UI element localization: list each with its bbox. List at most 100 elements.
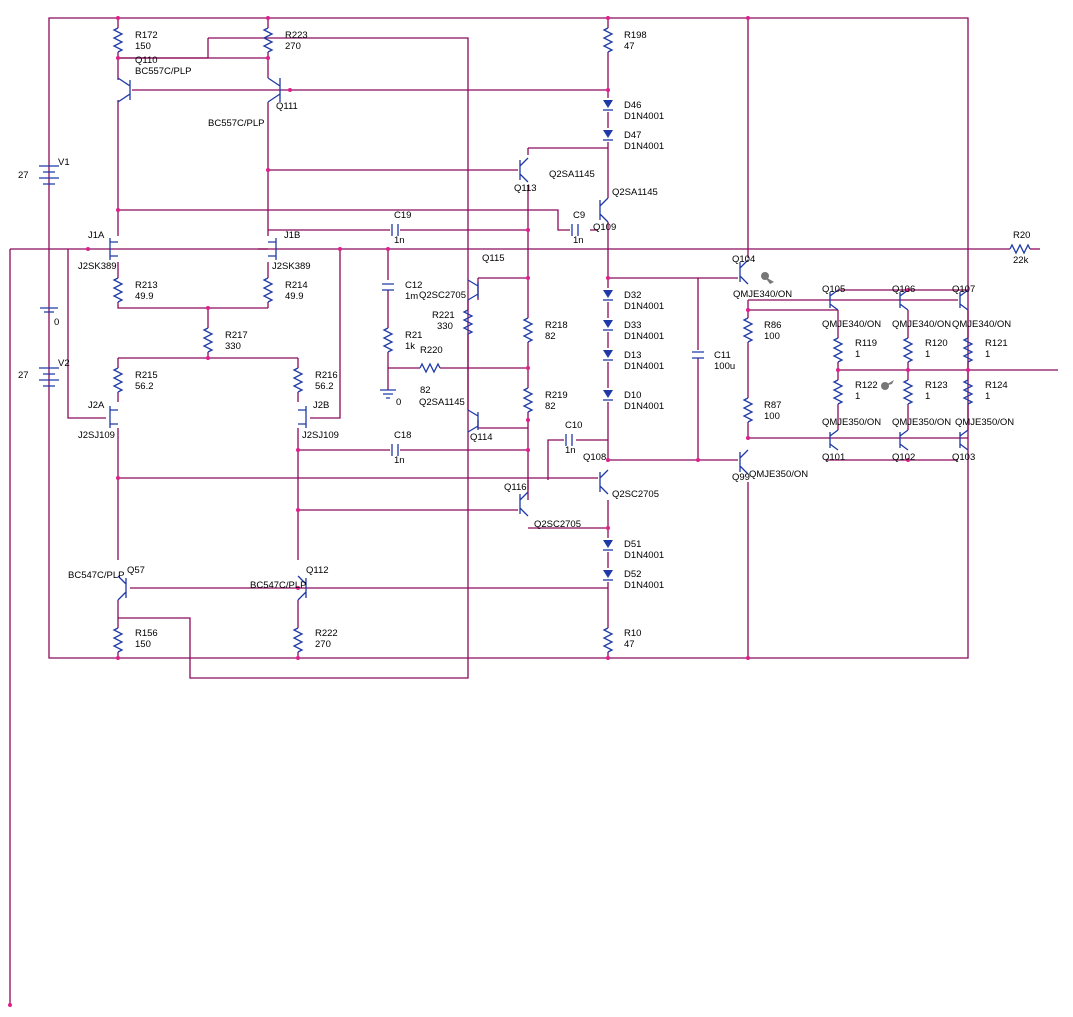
battery-symbols <box>39 165 396 399</box>
transistor-val: QMJE340/ON <box>952 319 1011 330</box>
resistor-val: 56.2 <box>315 381 334 392</box>
transistor-ref: Q114 <box>470 432 493 443</box>
transistor-val: Q2SA1145 <box>549 169 595 180</box>
transistor-symbols <box>109 77 969 601</box>
resistor-val: 82 <box>545 401 556 412</box>
diode-val: D1N4001 <box>624 301 664 312</box>
junction-dots <box>8 16 970 1007</box>
capacitor-ref: C9 <box>573 210 585 221</box>
transistor-ref: Q109 <box>593 222 616 233</box>
resistor-val: 270 <box>315 639 331 650</box>
capacitor-val: 1n <box>573 235 584 246</box>
resistor-val: 1 <box>985 349 990 360</box>
resistor-ref: R122 <box>855 380 878 391</box>
resistor-ref: R213 <box>135 280 158 291</box>
resistor-ref: R10 <box>624 628 641 639</box>
capacitor-val: 1m <box>405 291 418 302</box>
diode-val: D1N4001 <box>624 580 664 591</box>
transistor-val: QMJE340/ON <box>822 319 881 330</box>
transistor-ref: Q105 <box>822 284 845 295</box>
transistor-val: QMJE350/ON <box>892 417 951 428</box>
resistor-val: 49.9 <box>135 291 154 302</box>
source-val: 27 <box>18 170 29 181</box>
transistor-val: BC547C/PLP <box>250 580 307 591</box>
diode-val: D1N4001 <box>624 550 664 561</box>
resistor-ref: R217 <box>225 330 248 341</box>
wires <box>9 17 1058 1005</box>
resistor-ref: R219 <box>545 390 568 401</box>
resistor-ref: R86 <box>764 320 781 331</box>
resistor-val: 1 <box>855 349 860 360</box>
resistor-val: 82 <box>545 331 556 342</box>
capacitor-val: 1n <box>394 235 405 246</box>
capacitor-val: 100u <box>714 361 735 372</box>
resistor-ref: R87 <box>764 400 781 411</box>
transistor-val: QMJE350/ON <box>822 417 881 428</box>
diode-ref: D32 <box>624 290 641 301</box>
resistor-ref: R218 <box>545 320 568 331</box>
resistor-symbols <box>112 27 1031 653</box>
transistor-ref: Q116 <box>504 482 527 493</box>
transistor-ref: Q103 <box>952 452 975 463</box>
resistor-ref: R222 <box>315 628 338 639</box>
resistor-ref: R215 <box>135 370 158 381</box>
resistor-val: 47 <box>624 639 635 650</box>
resistor-val: 47 <box>624 41 635 52</box>
transistor-ref: Q104 <box>732 254 755 265</box>
ground-label: 0 <box>54 317 59 328</box>
diode-val: D1N4001 <box>624 141 664 152</box>
resistor-val: 330 <box>225 341 241 352</box>
resistor-val: 150 <box>135 41 151 52</box>
resistor-ref: R121 <box>985 338 1008 349</box>
diode-ref: D52 <box>624 569 641 580</box>
transistor-ref: Q57 <box>127 565 145 576</box>
resistor-val: 1 <box>925 349 930 360</box>
capacitor-ref: C10 <box>565 420 582 431</box>
transistor-val: QMJE350/ON <box>749 469 808 480</box>
resistor-val: 56.2 <box>135 381 154 392</box>
ground-label: 0 <box>396 397 401 408</box>
transistor-val: QMJE340/ON <box>892 319 951 330</box>
resistor-ref: R156 <box>135 628 158 639</box>
resistor-ref: R123 <box>925 380 948 391</box>
resistor-ref: R20 <box>1013 230 1030 241</box>
resistor-ref: R214 <box>285 280 308 291</box>
transistor-ref: J2A <box>88 400 105 411</box>
transistor-ref: Q113 <box>514 183 537 194</box>
transistor-val: QMJE340/ON <box>733 289 792 300</box>
transistor-val: BC547C/PLP <box>68 570 125 581</box>
diode-val: D1N4001 <box>624 361 664 372</box>
source-ref: V2 <box>58 358 70 369</box>
transistor-val: Q2SC2705 <box>419 290 466 301</box>
transistor-ref: Q111 <box>276 101 298 112</box>
transistor-val: QMJE350/ON <box>955 417 1014 428</box>
capacitor-ref: C11 <box>714 350 731 361</box>
transistor-ref: J2B <box>313 400 329 411</box>
capacitor-ref: C19 <box>394 210 411 221</box>
diode-ref: D10 <box>624 390 641 401</box>
diode-ref: D51 <box>624 539 641 550</box>
transistor-val: J2SK389 <box>78 261 117 272</box>
transistor-val: J2SK389 <box>272 261 311 272</box>
transistor-ref: J1B <box>284 230 300 241</box>
resistor-ref: R223 <box>285 30 308 41</box>
diode-ref: D47 <box>624 130 641 141</box>
resistor-val: 1 <box>855 391 860 402</box>
resistor-val: 22k <box>1013 255 1029 266</box>
transistor-val: Q2SA1145 <box>612 187 658 198</box>
diode-ref: D46 <box>624 100 641 111</box>
transistor-ref: J1A <box>88 230 105 241</box>
transistor-val: BC557C/PLP <box>208 118 265 129</box>
transistor-ref: Q110 <box>135 55 158 66</box>
capacitor-val: 1n <box>565 445 576 456</box>
transistor-ref: Q112 <box>306 565 329 576</box>
resistor-val: 1k <box>405 341 415 352</box>
diode-val: D1N4001 <box>624 111 664 122</box>
resistor-val: 330 <box>437 321 453 332</box>
resistor-val: 49.9 <box>285 291 304 302</box>
diode-ref: D33 <box>624 320 641 331</box>
transistor-ref: Q99 <box>732 472 750 483</box>
diode-val: D1N4001 <box>624 401 664 412</box>
resistor-val: 270 <box>285 41 301 52</box>
